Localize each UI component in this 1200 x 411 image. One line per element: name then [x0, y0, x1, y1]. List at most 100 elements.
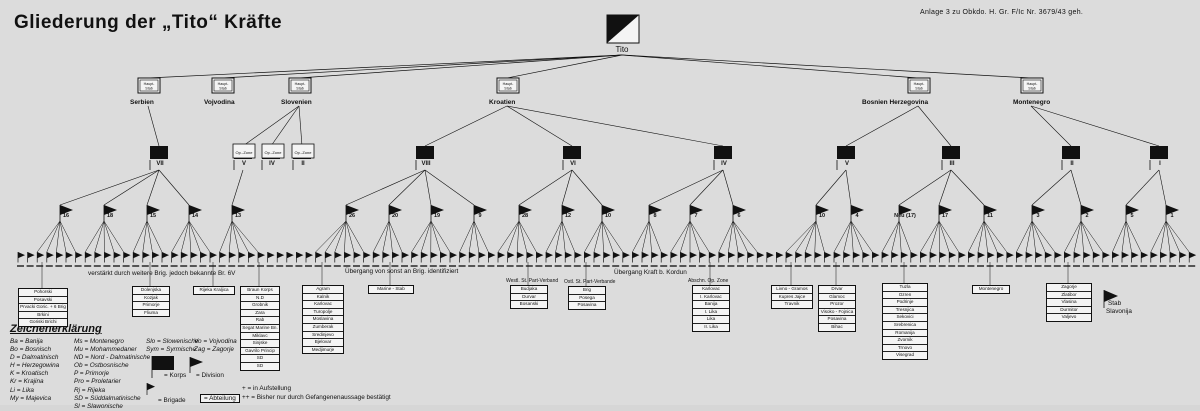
- brigade-abbrev-mark: [823, 265, 830, 267]
- korps-label: VIII: [421, 161, 430, 167]
- row-note-kordun: Übergang Kraft b. Kordun: [614, 269, 687, 276]
- brigade-abbrev-mark: [593, 265, 600, 267]
- brigade-flag: [1045, 252, 1052, 258]
- brigade-flag: [671, 252, 678, 258]
- unit-list-item: Grobnik: [241, 302, 279, 310]
- brigade-flag: [1036, 252, 1043, 258]
- legend-entry: My = Majevica: [10, 395, 59, 403]
- brigade-flag: [316, 252, 323, 258]
- unit-list-item: Pohorski: [19, 289, 67, 297]
- brigade-abbrev-mark: [439, 265, 446, 267]
- brigade-abbrev-mark: [228, 265, 235, 267]
- brigade-abbrev-mark: [75, 265, 82, 267]
- unit-list-item: Prozor: [819, 301, 855, 309]
- brigade-abbrev-mark: [420, 265, 427, 267]
- brigade-flag: [306, 252, 313, 258]
- brigade-flag: [296, 252, 303, 258]
- brigade-flag: [930, 252, 937, 258]
- division-label: 2: [1085, 213, 1088, 219]
- legend-korps-symbol: [152, 356, 174, 370]
- brigade-flag: [258, 252, 265, 258]
- brigade-abbrev-mark: [468, 265, 475, 267]
- connector-line: [1081, 221, 1103, 252]
- hq-box-label: Stab: [915, 87, 922, 91]
- brigade-abbrev-mark: [833, 265, 840, 267]
- korps-label: VII: [156, 161, 164, 167]
- unit-list-item: Zara: [241, 310, 279, 318]
- legend-entry: D = Dalmatinisch: [10, 354, 59, 362]
- connector-line: [939, 221, 940, 252]
- connector-line: [346, 221, 354, 252]
- connector-line: [389, 170, 425, 205]
- korps-label: II: [301, 161, 305, 167]
- brigade-flag: [623, 252, 630, 258]
- unit-list-box: Marine - Stab: [368, 285, 414, 294]
- brigade-flag: [37, 252, 44, 258]
- brigade-abbrev-mark: [775, 265, 782, 267]
- unit-list-item: Sinjske: [241, 340, 279, 348]
- connector-line: [299, 55, 622, 78]
- brigade-abbrev-mark: [123, 265, 130, 267]
- unit-list-item: Primorje: [133, 302, 169, 310]
- connector-line: [425, 106, 507, 146]
- unit-list-item: Bosanski: [511, 301, 547, 308]
- unit-list-item: Montenegro: [973, 286, 1009, 293]
- brigade-abbrev-mark: [862, 265, 869, 267]
- connector-line: [147, 221, 152, 252]
- legend-division-symbol: [190, 357, 203, 367]
- korps-label: II: [1070, 161, 1074, 167]
- brigade-flag: [383, 252, 390, 258]
- brigade-flag: [1074, 252, 1081, 258]
- brigade-abbrev-mark: [363, 265, 370, 267]
- brigade-flag: [632, 252, 639, 258]
- connector-line: [229, 221, 232, 252]
- unit-list-item: Romanija: [883, 330, 927, 338]
- brigade-flag: [1084, 252, 1091, 258]
- connector-line: [546, 221, 562, 252]
- legend-entry: Vo = Vojvodina: [194, 338, 237, 346]
- brigade-flag: [181, 252, 188, 258]
- brigade-flag: [661, 252, 668, 258]
- brigade-flag: [412, 252, 419, 258]
- connector-line: [690, 170, 723, 205]
- connector-line: [834, 221, 851, 252]
- connector-line: [846, 106, 918, 146]
- division-label: 5: [1130, 213, 1133, 219]
- connector-line: [723, 170, 733, 205]
- division-label: 26: [349, 213, 355, 219]
- brigade-abbrev-mark: [852, 265, 859, 267]
- division-label: 6: [737, 213, 740, 219]
- korps-flag: [150, 146, 168, 159]
- connector-line: [1159, 170, 1166, 205]
- unit-list-item: Agram: [303, 286, 343, 294]
- legend-entry: P = Primorje: [74, 370, 150, 378]
- legend-entry: Ob = Ostbosnische: [74, 362, 150, 370]
- brigade-abbrev-mark: [689, 265, 696, 267]
- brigade-flag: [229, 252, 236, 258]
- connector-line: [690, 221, 709, 252]
- brigade-flag: [1170, 252, 1177, 258]
- connector-line: [805, 221, 816, 252]
- connector-line: [243, 106, 299, 146]
- division-label: 15: [150, 213, 156, 219]
- connector-line: [148, 55, 622, 78]
- brigade-flag: [604, 252, 611, 258]
- connector-line: [271, 106, 299, 146]
- brigade-flag: [162, 252, 169, 258]
- brigade-flag: [325, 252, 332, 258]
- brigade-flag: [344, 252, 351, 258]
- brigade-flag: [853, 252, 860, 258]
- brigade-flag: [546, 252, 553, 258]
- brigade-abbrev-mark: [1083, 265, 1090, 267]
- brigade-flag: [988, 252, 995, 258]
- brigade-flag: [220, 252, 227, 258]
- unit-list-item: Dolenjska: [133, 287, 169, 295]
- brigade-abbrev-mark: [180, 265, 187, 267]
- brigade-flag: [287, 252, 294, 258]
- stab-sub-label: Slavonija: [1106, 308, 1132, 315]
- row-note-north: verstärkt durch weitere Brig. jedoch bek…: [88, 270, 235, 277]
